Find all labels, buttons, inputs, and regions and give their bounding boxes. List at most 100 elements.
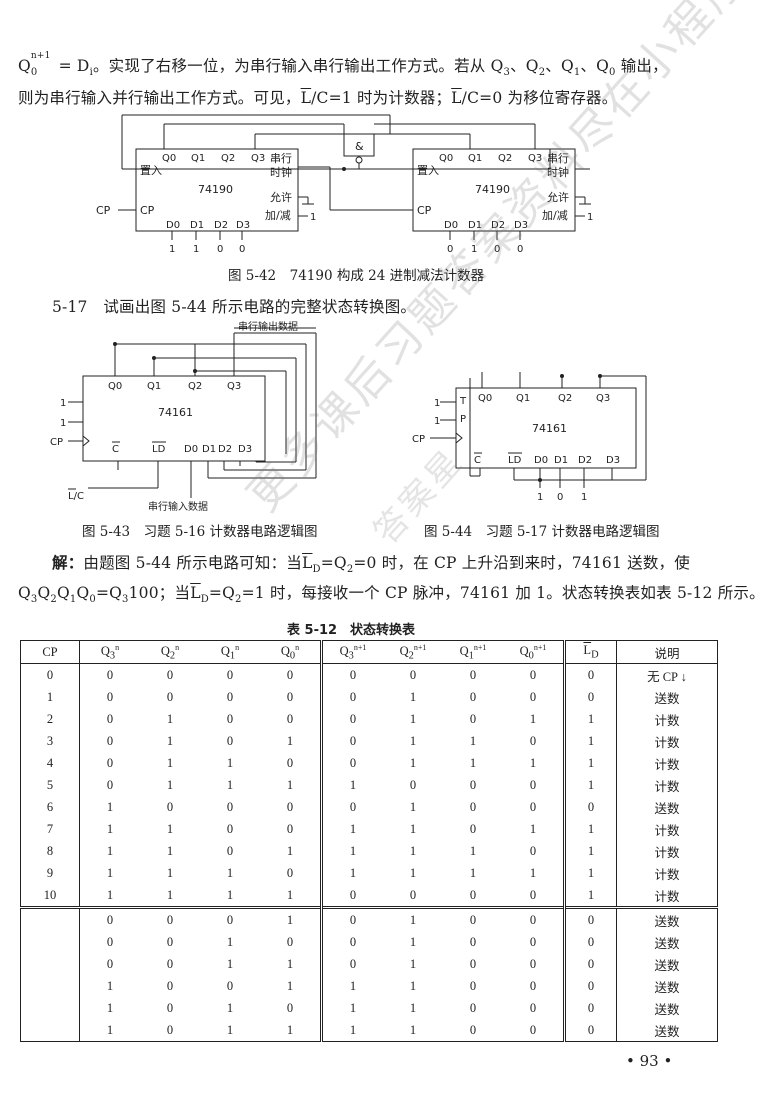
table-cell: 0 bbox=[563, 663, 617, 686]
table-cell: 1 bbox=[409, 711, 417, 726]
table-cell: 0 bbox=[469, 934, 477, 949]
serial-left: 串行 bbox=[270, 152, 292, 165]
table-cell: 0 bbox=[409, 887, 417, 902]
table-cell: 1 bbox=[166, 887, 174, 902]
svg-text:D3: D3 bbox=[236, 220, 250, 231]
table-cell: 1 bbox=[79, 975, 140, 997]
solution-line-1: 解：由题图 5-44 所示电路可知：当LD=Q2=0 时，在 CP 上升沿到来时… bbox=[52, 553, 690, 576]
svg-text:D2: D2 bbox=[218, 444, 232, 455]
svg-text:CP: CP bbox=[412, 434, 425, 445]
cp-right: CP bbox=[417, 204, 432, 217]
table-cell: 0 bbox=[469, 711, 477, 726]
table-cell: 0 bbox=[529, 1000, 537, 1015]
table-cell: 0 bbox=[320, 884, 383, 908]
table-cell: 1 bbox=[320, 818, 383, 840]
table-cell: 0 bbox=[200, 906, 260, 931]
th-q3n1: Q3n+1 bbox=[320, 640, 383, 664]
table-cell: 1 bbox=[79, 884, 140, 908]
table-cell: 0 bbox=[529, 887, 537, 902]
table-cell: 0 bbox=[320, 686, 383, 708]
table-cell: 0 bbox=[320, 663, 383, 686]
table-cell: 0 bbox=[563, 686, 617, 708]
table-cell: 2 bbox=[46, 711, 54, 726]
table-cell: 1 bbox=[166, 821, 174, 836]
table-cell: 0 bbox=[469, 799, 477, 814]
table-cell: 1 bbox=[320, 997, 383, 1019]
table-cell: 0 bbox=[286, 755, 294, 770]
and-gate-box bbox=[343, 133, 375, 157]
svg-text:1: 1 bbox=[169, 244, 175, 255]
q3-right: Q3 bbox=[528, 153, 542, 164]
svg-text:Q1: Q1 bbox=[516, 393, 530, 404]
table-cell: 0 bbox=[469, 667, 477, 682]
preset-label-right: 置入 bbox=[417, 164, 439, 177]
table-cell: 0 bbox=[529, 1022, 537, 1037]
table-cell: 送数 bbox=[616, 953, 718, 975]
table-cell: 0 bbox=[469, 956, 477, 971]
solution-line-2: Q3Q2Q1Q0=Q3100；当LD=Q2=1 时，每接收一个 CP 脉冲，74… bbox=[18, 584, 765, 606]
updown-input-left: 1 bbox=[310, 212, 316, 223]
table-cell: 0 bbox=[529, 799, 537, 814]
table-header-row: CP Q3n Q2n Q1n Q0n Q3n+1 Q2n+1 Q1n+1 Q0n… bbox=[20, 640, 718, 664]
table-cell: 1 bbox=[320, 774, 383, 796]
table-cell: 1 bbox=[409, 843, 417, 858]
problem-5-17: 5-17 试画出图 5-44 所示电路的完整状态转换图。 bbox=[52, 298, 417, 316]
table-cell: 0 bbox=[226, 821, 234, 836]
th-q2n1: Q2n+1 bbox=[383, 640, 443, 664]
table-cell: 0 bbox=[469, 1022, 477, 1037]
state-table: CP Q3n Q2n Q1n Q0n Q3n+1 Q2n+1 Q1n+1 Q0n… bbox=[20, 640, 718, 1042]
table-cell: 0 bbox=[563, 997, 617, 1019]
svg-text:1: 1 bbox=[434, 398, 440, 409]
table-cell: 1 bbox=[226, 887, 234, 902]
table-cell: 0 bbox=[529, 689, 537, 704]
table-cell: 1 bbox=[409, 934, 417, 949]
table-cell: 计数 bbox=[616, 774, 718, 796]
table-cell: 0 bbox=[226, 733, 234, 748]
table-cell: 1 bbox=[563, 730, 617, 752]
svg-text:0: 0 bbox=[557, 492, 563, 503]
svg-text:D0: D0 bbox=[444, 220, 458, 231]
th-q2n: Q2n bbox=[140, 640, 200, 664]
table-cell: 0 bbox=[469, 1000, 477, 1015]
table-cell: 0 bbox=[79, 774, 140, 796]
table-cell: 1 bbox=[226, 1022, 234, 1037]
table-cell: 0 bbox=[320, 708, 383, 730]
table-cell: 1 bbox=[166, 755, 174, 770]
table-cell: 1 bbox=[409, 865, 417, 880]
table-cell: 1 bbox=[79, 818, 140, 840]
svg-text:D2: D2 bbox=[214, 220, 228, 231]
table-cell: 0 bbox=[79, 730, 140, 752]
table-cell bbox=[21, 931, 80, 953]
svg-text:1: 1 bbox=[471, 244, 477, 255]
table-cell: 1 bbox=[286, 843, 294, 858]
chip-5-44-box bbox=[455, 387, 637, 469]
chip-left-box bbox=[135, 148, 299, 232]
svg-text:Q3: Q3 bbox=[227, 381, 241, 392]
table-cell: 0 bbox=[79, 663, 140, 686]
table-cell: 0 bbox=[563, 931, 617, 953]
chip-right-box bbox=[412, 148, 576, 232]
table-cell: 0 bbox=[226, 843, 234, 858]
table-cell: 0 bbox=[166, 978, 174, 993]
table-cell: 送数 bbox=[616, 906, 718, 931]
table-cell: 0 bbox=[79, 906, 140, 931]
table-cell: 1 bbox=[563, 774, 617, 796]
table-cell: 1 bbox=[226, 1000, 234, 1015]
table-cell: 1 bbox=[286, 1022, 294, 1037]
th-note: 说明 bbox=[616, 640, 718, 664]
th-q1n: Q1n bbox=[200, 640, 260, 664]
svg-text:D2: D2 bbox=[491, 220, 505, 231]
table-cell: 1 bbox=[409, 956, 417, 971]
table-cell: 1 bbox=[320, 840, 383, 862]
table-cell: 0 bbox=[166, 1022, 174, 1037]
chip-right-name: 74190 bbox=[475, 183, 510, 196]
table-cell: 1 bbox=[563, 862, 617, 884]
table-cell: 0 bbox=[286, 689, 294, 704]
